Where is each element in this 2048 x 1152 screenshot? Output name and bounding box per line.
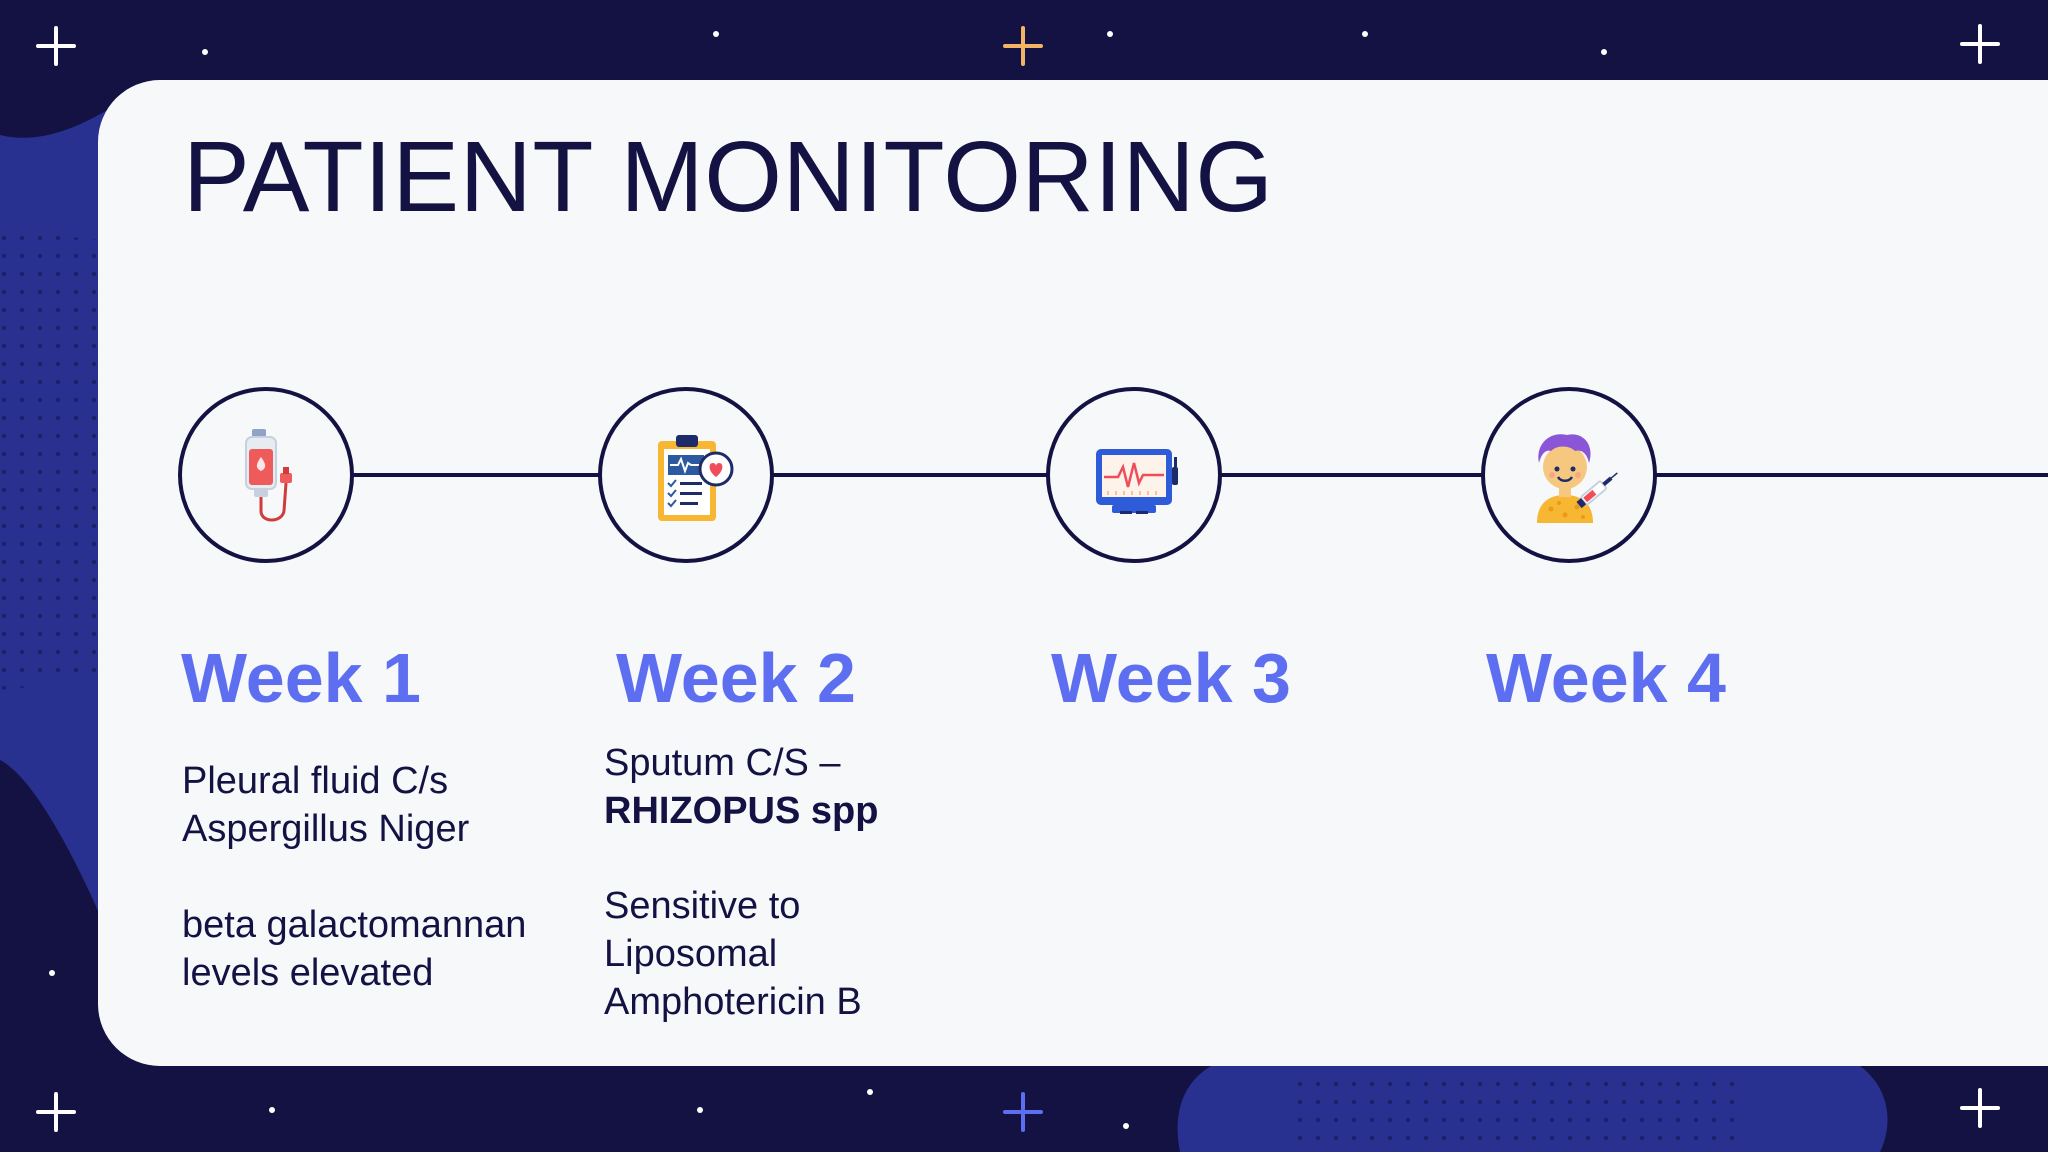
detail-line-bold: RHIZOPUS spp [604,787,878,835]
week-1-finding-culture: Pleural fluid C/s Aspergillus Niger [182,757,469,853]
blood-bag-icon [245,429,292,522]
detail-line: Aspergillus Niger [182,808,470,850]
organism-name: RHIZOPUS spp [604,790,879,832]
content-card [98,80,2048,1066]
timeline-node-week-1 [178,387,354,563]
timeline-node-week-3 [1046,387,1222,563]
detail-line: beta galactomannan [182,904,527,946]
detail-line: Sputum C/S – [604,742,841,784]
timeline-node-week-2 [598,387,774,563]
detail-line: Liposomal [604,933,778,975]
week-1-finding-galactomannan: beta galactomannan levels elevated [182,901,526,997]
patient-with-syringe-icon [1537,434,1618,523]
detail-line: Pleural fluid C/s [182,760,449,802]
detail-line: Sensitive to [604,885,801,927]
timeline-node-week-4 [1481,387,1657,563]
week-1-label: Week 1 [181,639,421,717]
heart-monitor-icon [1096,449,1178,514]
detail-line: levels elevated [182,952,434,994]
week-4-label: Week 4 [1486,639,1726,717]
week-2-finding-culture: Sputum C/S – RHIZOPUS spp [604,739,878,835]
slide-title: PATIENT MONITORING [183,121,1274,233]
detail-line: Amphotericin B [604,981,862,1023]
week-2-finding-sensitivity: Sensitive to Liposomal Amphotericin B [604,882,862,1026]
medical-report-clipboard-icon [658,435,734,521]
week-3-label: Week 3 [1051,639,1291,717]
week-2-label: Week 2 [616,639,856,717]
